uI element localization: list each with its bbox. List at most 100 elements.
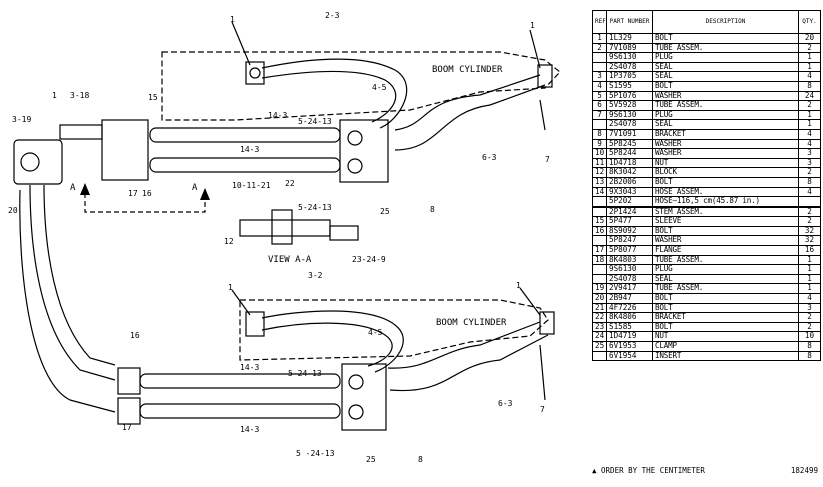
callout-6-3: 6-3 (482, 153, 497, 162)
upper-bracket-port (249, 67, 261, 79)
cell-part-number: 2P1424 (606, 206, 653, 218)
leader-7 (539, 99, 546, 131)
cell-ref: 24 (592, 331, 607, 342)
cell-qty: 2 (798, 167, 821, 178)
cell-ref: 5 (592, 90, 607, 102)
cell-description: NUT (652, 157, 799, 169)
header-description: DESCRIPTION (652, 10, 799, 34)
cell-description: TUBE ASSEM. (652, 100, 799, 111)
cell-ref: 12 (592, 167, 607, 178)
view-aa-label: VIEW A-A (268, 255, 312, 265)
left-tube-stub (59, 124, 103, 140)
cell-qty: 10 (798, 331, 821, 342)
cell-ref (592, 235, 607, 247)
upper-tube-6-inner (394, 84, 546, 151)
cell-ref: 7 (592, 109, 607, 121)
callout-16: 16 (142, 189, 152, 198)
callout-22: 22 (285, 179, 295, 188)
cell-ref: 4 (592, 80, 607, 92)
callout-23-24-9: 23-24-9 (352, 255, 386, 264)
leader-1d (519, 287, 541, 316)
cell-part-number: 6V1953 (606, 341, 653, 352)
cell-qty: 1 (798, 61, 821, 73)
swivel-fitting (13, 139, 63, 185)
cell-qty: 2 (798, 312, 821, 323)
upper-tube-assem (261, 58, 408, 129)
cell-description: WASHER (652, 148, 799, 159)
cell-qty: 4 (798, 71, 821, 82)
cell-ref: 1 (592, 33, 607, 44)
cell-description: BRACKET (652, 128, 799, 140)
lower-manifold-block (341, 363, 387, 431)
callout-5-24-13c: 5-24-13 (288, 369, 322, 378)
cell-ref: 25 (592, 341, 607, 352)
cell-qty: 4 (798, 138, 821, 150)
cell-ref: 14 (592, 186, 607, 198)
cell-ref: 9 (592, 138, 607, 150)
cell-ref: 18 (592, 254, 607, 266)
swivel-port (20, 152, 40, 172)
cell-qty: 2 (798, 321, 821, 333)
callout-14-3: 14-3 (268, 111, 287, 120)
cell-description: CLAMP (652, 341, 799, 352)
leader-1b (529, 29, 541, 69)
lower-tube-6-inner (389, 334, 549, 392)
cell-description: STEM ASSEM. (652, 206, 799, 218)
cell-description: SEAL (652, 71, 799, 82)
cell-qty: 8 (798, 341, 821, 352)
cell-qty: 2 (798, 206, 821, 218)
drawing-code: 182499 (790, 466, 818, 475)
cell-part-number: 9S6130 (606, 264, 653, 275)
cell-qty: 1 (798, 283, 821, 295)
cell-ref (592, 61, 607, 73)
lower-boom-cylinder-label: BOOM CYLINDER (436, 318, 507, 328)
cell-description: TUBE ASSEM. (652, 283, 799, 295)
left-long-tube-a (29, 184, 116, 381)
cell-part-number: 5V5928 (606, 100, 653, 111)
cell-description: HOSE ASSEM. (652, 186, 799, 198)
parts-table-header: REF. NO. PART NUMBER DESCRIPTION QTY. (592, 10, 821, 34)
cell-ref (592, 196, 607, 207)
table-row (592, 205, 821, 208)
cell-ref (592, 52, 607, 63)
callout-4-5: 4-5 (372, 83, 387, 92)
diagram-lines (13, 21, 561, 431)
callout-6-3b: 6-3 (498, 399, 513, 408)
cell-description: HOSE—116,5 cm(45.87 in.) (652, 196, 799, 207)
callout-3-2: 3-2 (308, 271, 323, 280)
cell-part-number: 9X3043 (606, 186, 653, 198)
diagram-svg: BOOM CYLINDER BOOM CYLINDER VIEW A-A A A… (8, 11, 561, 464)
lower-tube-assem (261, 310, 404, 373)
lower-bracket-left (245, 311, 265, 337)
cell-part-number: 7V1091 (606, 128, 653, 140)
cell-part-number: S1595 (606, 80, 653, 92)
cell-ref: 22 (592, 312, 607, 323)
cell-part-number: S1585 (606, 321, 653, 333)
callout-1d: 1 (516, 281, 521, 290)
cell-ref: 15 (592, 216, 607, 227)
upper-port-b (347, 158, 363, 174)
cell-part-number: 5P8245 (606, 138, 653, 150)
callout-5-24-13: 5-24-13 (298, 117, 332, 126)
cell-ref: 3 (592, 71, 607, 82)
cell-qty: 24 (798, 90, 821, 102)
cell-part-number: 5P8247 (606, 235, 653, 247)
cell-part-number: 8S9092 (606, 225, 653, 237)
